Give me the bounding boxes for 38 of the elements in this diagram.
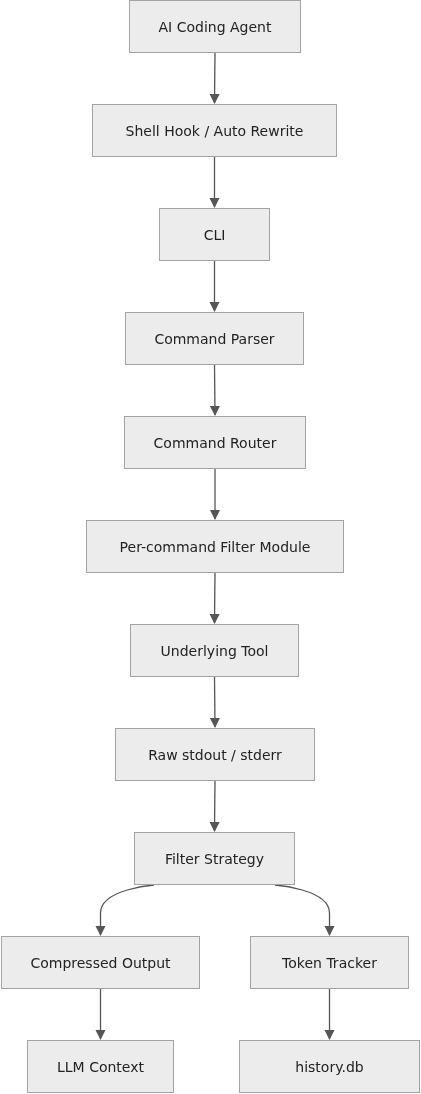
- process-box: [86, 520, 344, 573]
- arrow: [209, 52, 220, 105]
- box-label: Underlying Tool: [160, 642, 269, 659]
- arrow: [95, 884, 155, 937]
- process-box: [124, 416, 306, 469]
- arrow: [324, 988, 335, 1041]
- arrow: [209, 260, 220, 313]
- process-box: [125, 312, 304, 365]
- box-label: CLI: [203, 226, 226, 243]
- arrow: [209, 468, 221, 521]
- box-label: Per-command Filter Module: [119, 538, 311, 555]
- box-label: Token Tracker: [282, 954, 377, 971]
- process-box: [92, 104, 337, 157]
- arrow: [209, 780, 220, 833]
- process-box: [250, 936, 409, 989]
- box-label: Compressed Output: [30, 954, 171, 971]
- box-label: history.db: [295, 1058, 364, 1075]
- box-label: Command Router: [153, 434, 277, 451]
- arrow: [209, 364, 221, 417]
- process-box: [130, 624, 299, 677]
- arrow: [95, 988, 106, 1041]
- box-label: Command Parser: [154, 330, 275, 347]
- arrow: [209, 676, 221, 729]
- process-box: [159, 208, 270, 261]
- process-box: [129, 0, 301, 53]
- box-label: Filter Strategy: [164, 850, 265, 867]
- box-label: LLM Context: [57, 1058, 144, 1075]
- process-box: [239, 1040, 420, 1093]
- process-box: [115, 728, 315, 781]
- box-label: AI Coding Agent: [158, 18, 272, 35]
- arrow: [209, 156, 220, 209]
- arrow: [209, 572, 220, 625]
- process-box: [134, 832, 295, 885]
- box-label: Raw stdout / stderr: [148, 746, 282, 763]
- box-label: Shell Hook / Auto Rewrite: [125, 122, 304, 139]
- arrow: [274, 884, 335, 937]
- process-box: [1, 936, 200, 989]
- process-box: [27, 1040, 174, 1093]
